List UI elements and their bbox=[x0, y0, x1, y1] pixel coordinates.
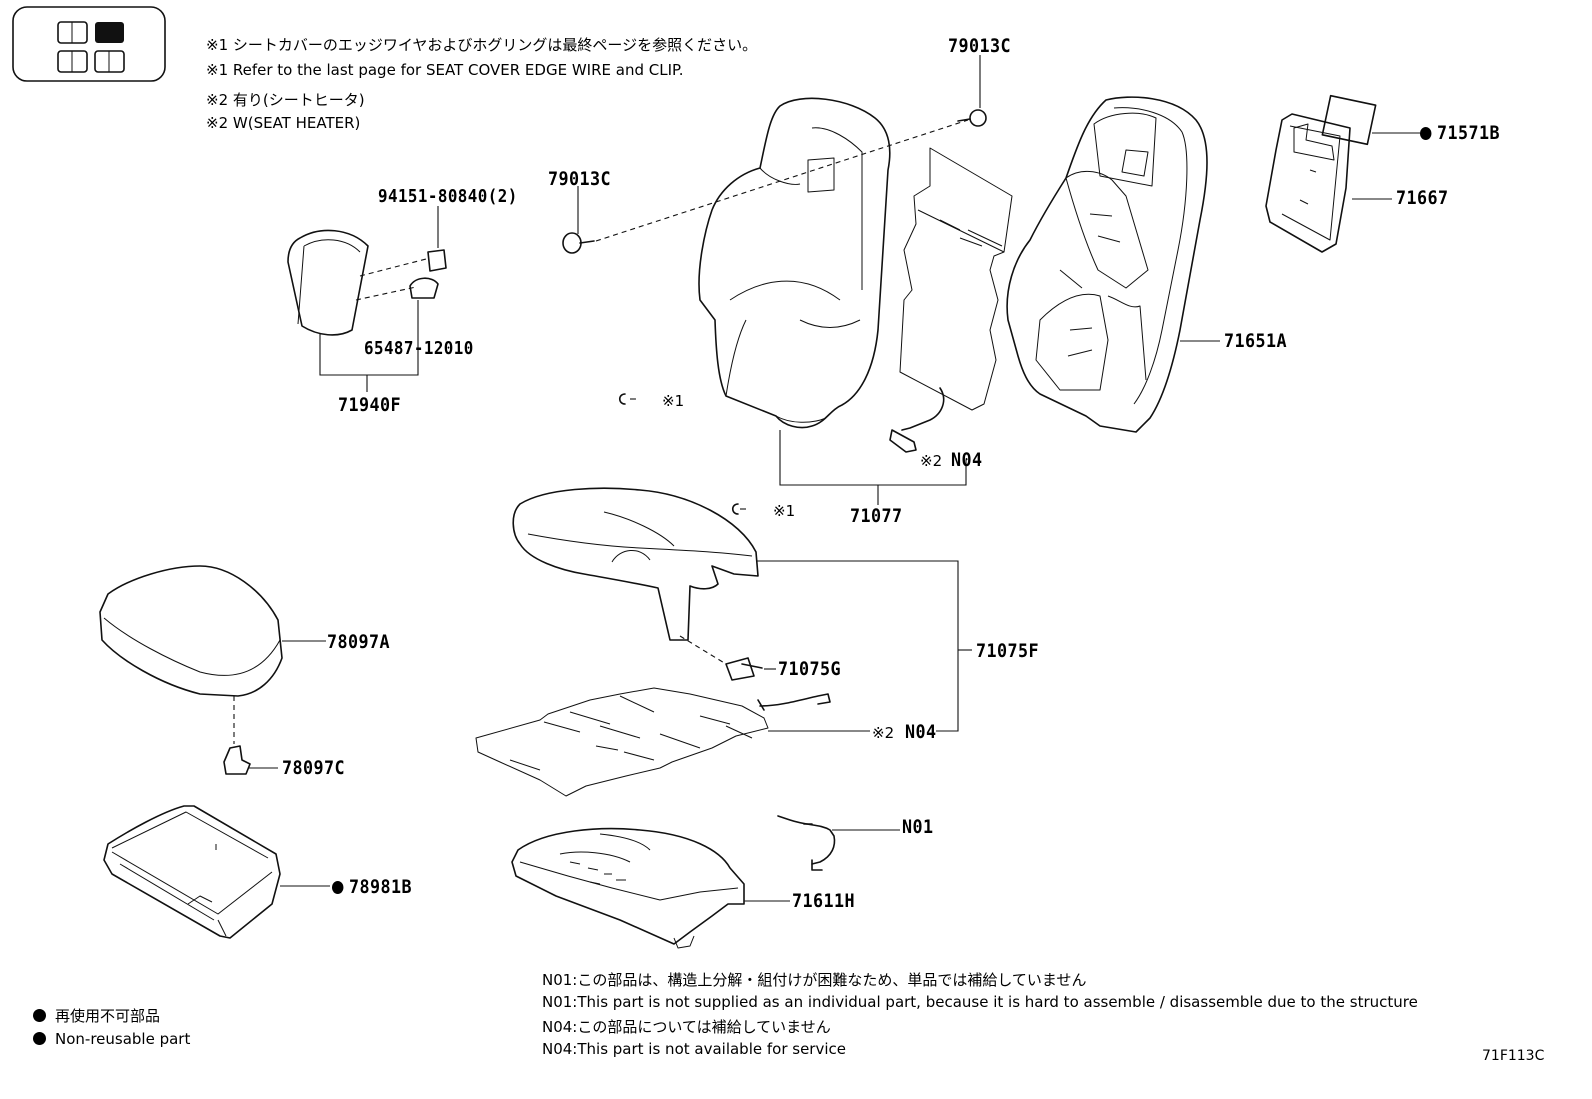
note-seat-heater-en: ※2 W(SEAT HEATER) bbox=[206, 114, 361, 132]
part-number-65487-12010[interactable]: 65487-12010 bbox=[364, 338, 474, 359]
part-number-71571b[interactable]: 71571B bbox=[1437, 122, 1501, 144]
legend-non-reusable-jp: 再使用不可部品 bbox=[33, 1005, 160, 1026]
non-reusable-part-dot-icon bbox=[332, 876, 351, 898]
note-ref-mark-2-seatback: ※2 bbox=[920, 452, 943, 470]
clip-78097c-drawing bbox=[224, 746, 278, 774]
part-number-94151-80840[interactable]: 94151-80840(2) bbox=[378, 186, 518, 207]
seatback-pad-71651a-drawing bbox=[1007, 97, 1220, 432]
part-number-n04-seatback[interactable]: N04 bbox=[951, 449, 983, 471]
footnote-n01-jp: N01:この部品は、構造上分解・組付けが困難なため、単品では補給していません bbox=[542, 971, 1087, 989]
note-ref-mark-2-seat: ※2 bbox=[872, 724, 895, 742]
clip-79013c-top-drawing bbox=[958, 55, 986, 126]
note-edge-wire-jp: ※1 シートカバーのエッジワイヤおよびホグリングは最終ページを参照ください。 bbox=[206, 36, 758, 54]
figure-code: 71F113C bbox=[1482, 1048, 1545, 1064]
part-number-71075f[interactable]: 71075F bbox=[976, 640, 1040, 662]
part-number-79013c-top[interactable]: 79013C bbox=[948, 35, 1012, 57]
part-number-71651a[interactable]: 71651A bbox=[1224, 330, 1288, 352]
part-number-71667[interactable]: 71667 bbox=[1396, 187, 1449, 209]
clip-79013c-left-drawing bbox=[563, 120, 968, 253]
seat-heater-n04-drawing bbox=[476, 688, 870, 796]
part-number-78097c[interactable]: 78097C bbox=[282, 757, 346, 779]
harness-n01-drawing bbox=[778, 816, 900, 870]
seatback-cover-71077-drawing bbox=[620, 98, 966, 505]
seat-cushion-pad-71611h-drawing bbox=[512, 829, 790, 948]
legend-label-jp: 再使用不可部品 bbox=[55, 1007, 161, 1025]
seat-cushion-cover-drawing bbox=[513, 488, 972, 731]
seat-position-selector-icon bbox=[13, 7, 165, 81]
back-board-71667-drawing bbox=[1266, 96, 1420, 252]
part-number-n01[interactable]: N01 bbox=[902, 816, 934, 838]
note-ref-mark-1-seat: ※1 bbox=[773, 502, 796, 520]
legend-label-en: Non-reusable part bbox=[55, 1030, 191, 1048]
part-number-71611h[interactable]: 71611H bbox=[792, 890, 856, 912]
non-reusable-part-dot-icon bbox=[1420, 122, 1439, 144]
footnote-n01-en: N01:This part is not supplied as an indi… bbox=[542, 993, 1418, 1011]
legend-non-reusable-en: Non-reusable part bbox=[33, 1030, 190, 1048]
part-number-71077[interactable]: 71077 bbox=[850, 505, 903, 527]
armrest-78097a-drawing bbox=[100, 566, 326, 744]
footnote-n04-en: N04:This part is not available for servi… bbox=[542, 1040, 846, 1058]
part-number-78981b[interactable]: 78981B bbox=[349, 876, 413, 898]
clip-71075g-drawing bbox=[726, 658, 776, 680]
part-number-71075g[interactable]: 71075G bbox=[778, 658, 842, 680]
seatback-heater-n04-drawing bbox=[890, 148, 1012, 452]
note-seat-heater-jp: ※2 有り(シートヒータ) bbox=[206, 91, 365, 109]
non-reusable-part-dot-icon bbox=[33, 1032, 46, 1045]
part-number-n04-seat[interactable]: N04 bbox=[905, 721, 937, 743]
headrest-71940f-drawing bbox=[288, 206, 446, 392]
note-ref-mark-1-seatback: ※1 bbox=[662, 392, 685, 410]
armrest-pad-78981b-drawing bbox=[104, 806, 330, 938]
part-number-78097a[interactable]: 78097A bbox=[327, 631, 391, 653]
part-number-79013c-left[interactable]: 79013C bbox=[548, 168, 612, 190]
note-edge-wire-en: ※1 Refer to the last page for SEAT COVER… bbox=[206, 61, 684, 79]
part-number-71940f[interactable]: 71940F bbox=[338, 394, 402, 416]
footnote-n04-jp: N04:この部品については補給していません bbox=[542, 1018, 831, 1036]
non-reusable-part-dot-icon bbox=[33, 1009, 46, 1022]
